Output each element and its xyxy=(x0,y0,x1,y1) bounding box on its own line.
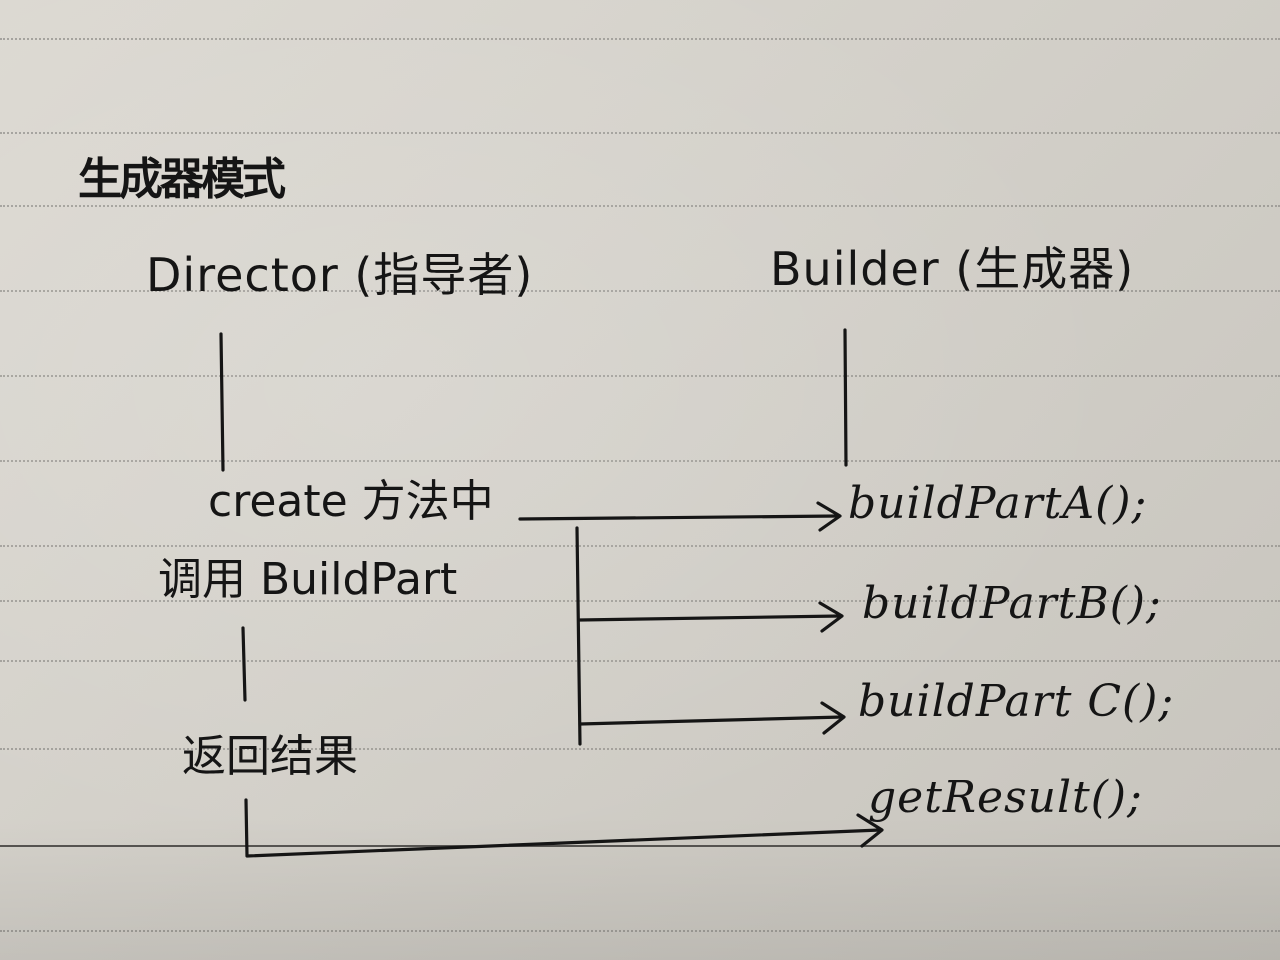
bottom-rule xyxy=(0,845,1280,847)
ruled-line xyxy=(0,660,1280,662)
branch-connector xyxy=(575,526,582,746)
arrow-build-part-c xyxy=(578,715,844,726)
diagram-title: 生成器模式 xyxy=(78,154,286,205)
ruled-line xyxy=(0,205,1280,207)
builder-lifeline xyxy=(843,328,848,467)
call-build-part-c: buildPart C(); xyxy=(858,676,1175,727)
director-lifeline-label: Director (指导者) xyxy=(146,248,534,302)
ruled-line xyxy=(0,748,1280,750)
arrowhead-get-result xyxy=(856,813,884,848)
arrowhead-build-part-c xyxy=(820,701,846,735)
ruled-line xyxy=(0,38,1280,40)
ruled-line xyxy=(0,545,1280,547)
director-lifeline xyxy=(219,332,225,472)
arrow-get-result xyxy=(244,798,882,858)
director-note-create: create 方法中 xyxy=(208,476,494,527)
ruled-line xyxy=(0,460,1280,462)
arrowhead-build-part-b xyxy=(818,601,844,633)
director-note-call: 调用 BuildPart xyxy=(158,554,458,605)
director-lifeline-lower xyxy=(241,626,247,702)
call-get-result: getResult(); xyxy=(868,772,1143,823)
call-build-part-b: buildPartB(); xyxy=(862,578,1162,629)
arrow-build-part-a xyxy=(518,514,840,521)
ruled-line xyxy=(0,132,1280,134)
arrowhead-build-part-a xyxy=(816,501,842,532)
call-build-part-a: buildPartA(); xyxy=(848,478,1148,529)
ruled-line xyxy=(0,930,1280,932)
ruled-line xyxy=(0,600,1280,602)
ruled-line xyxy=(0,290,1280,292)
ruled-line xyxy=(0,375,1280,377)
director-note-return: 返回结果 xyxy=(182,731,358,782)
arrow-build-part-b xyxy=(578,614,842,622)
builder-lifeline-label: Builder (生成器) xyxy=(770,242,1135,296)
